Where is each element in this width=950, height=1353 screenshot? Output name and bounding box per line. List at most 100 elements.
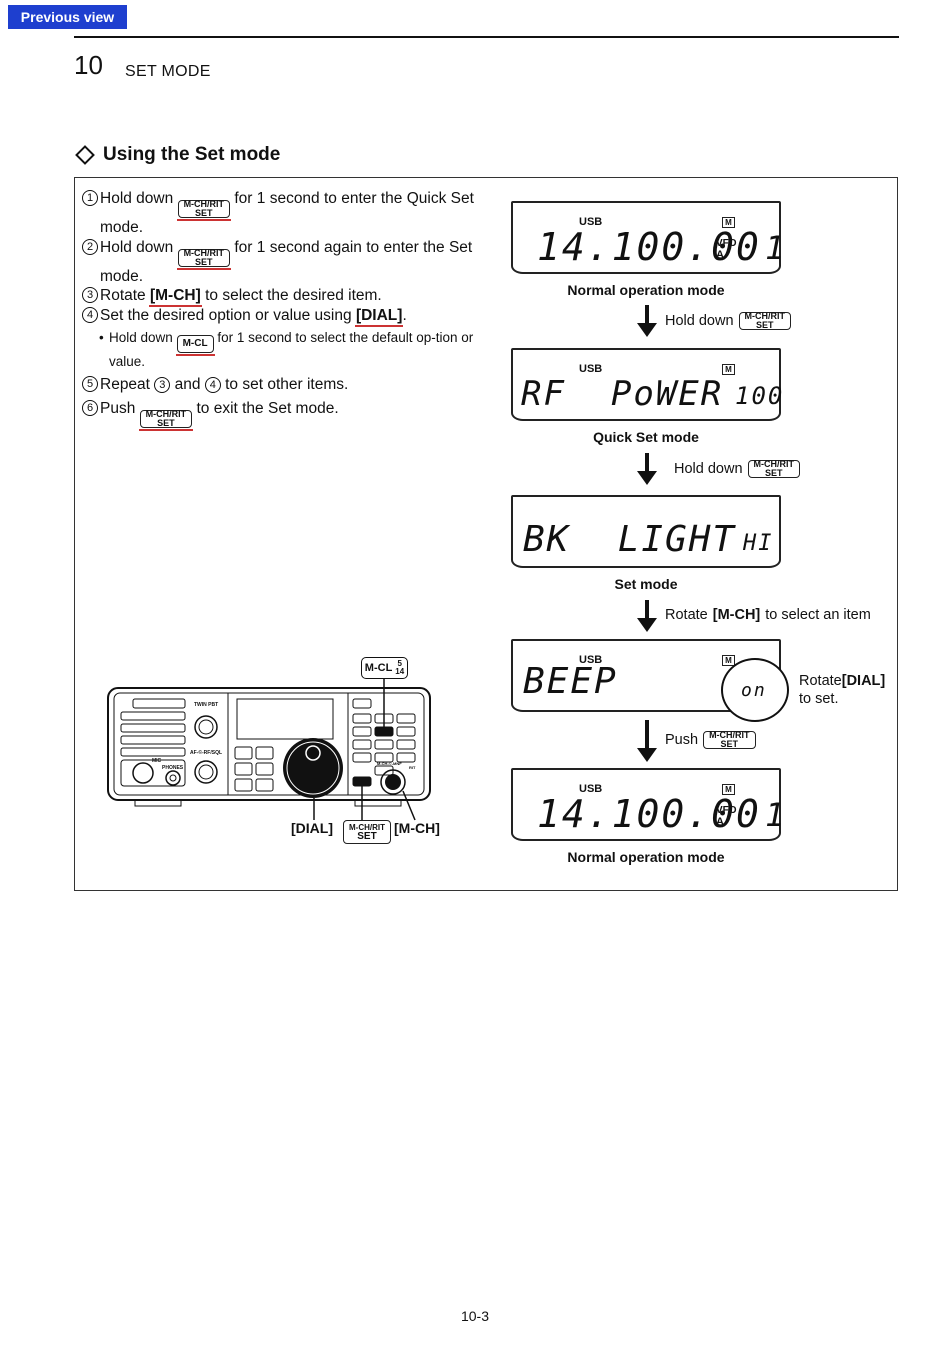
channel-readout: 1 (765, 796, 787, 834)
lcd-display-quick-set: USB M RF PoWER 100 (511, 348, 785, 421)
value-readout: 100 (735, 382, 785, 410)
step-number: 1 (82, 190, 98, 206)
page-number: 10-3 (460, 1308, 490, 1324)
transition-4: Rotate[DIAL] to set. (799, 673, 886, 707)
step-number: 3 (82, 287, 98, 303)
step-text: for 1 second to enter the Quick Set mode… (100, 190, 474, 236)
step-number: 5 (82, 375, 98, 392)
twin-pbt-label: TWIN PBT (194, 702, 219, 708)
step-5: 5 Repeat 3 and 4 to set other items. (82, 375, 482, 395)
value-readout: HI (743, 531, 774, 556)
channel-readout: 1 (765, 229, 787, 267)
dial-ref: [DIAL] (355, 306, 403, 324)
mode-indicator: USB (579, 216, 603, 228)
mode-indicator: USB (579, 363, 603, 375)
vfo-label: VFO (716, 805, 737, 816)
chapter-title: SET MODE (125, 63, 211, 80)
arrow-down-icon (637, 453, 657, 485)
step-number: 6 (82, 400, 98, 416)
mch-ref: [M-CH] (149, 287, 201, 304)
step-text: Rotate (100, 287, 146, 304)
lcd-display-normal: USB M 14.100.00 VFO A 1 (511, 201, 784, 274)
mcl-key: M-CL (175, 334, 215, 356)
step-text: Push (100, 400, 136, 417)
frequency-readout: 14.100.00 (537, 792, 761, 836)
section-title: Using the Set mode (75, 144, 280, 166)
memory-badge: M (722, 655, 735, 666)
step-text: for 1 second again to enter the Set mode… (100, 238, 473, 285)
chapter-number: 10 (74, 50, 103, 80)
phones-label: PHONES (162, 765, 184, 771)
bullet: • (99, 330, 104, 345)
arrow-down-icon (637, 305, 657, 337)
step-ref: 4 (204, 376, 221, 393)
step-text: and (174, 375, 201, 393)
step-text: for 1 second to select the default op-ti… (109, 330, 474, 369)
mch-callout: [M-CH] (394, 820, 440, 836)
af-rf-label: AF-©-RF/SQL (190, 750, 223, 756)
memory-badge: M (722, 217, 735, 228)
frequency-readout: 14.100.00 (537, 225, 761, 269)
step-text: Repeat (100, 375, 150, 393)
arrow-down-icon (637, 600, 657, 632)
lcd-display-set: BK LIGHT HI (511, 495, 781, 568)
mic-label: MIC (152, 758, 162, 764)
step-4: 4 Set the desired option or value using … (82, 306, 482, 326)
mode-indicator: USB (579, 783, 603, 795)
step-text: Set the desired option or value using (100, 306, 352, 324)
step-text: Hold down (109, 330, 173, 345)
item-readout: RF PoWER (521, 374, 724, 414)
display-label: Normal operation mode (567, 282, 725, 298)
step-text: Hold down (100, 190, 174, 207)
header-rule (74, 36, 899, 38)
zoom-circle: on (721, 658, 789, 722)
diamond-icon (75, 145, 95, 165)
vfo-sub: A (716, 249, 724, 261)
mch-panel-label: M-CH-©-MNF (377, 761, 402, 766)
step-text: to select the desired item. (205, 287, 382, 304)
step-text: Hold down (100, 238, 174, 256)
radio-drawing (107, 677, 431, 821)
rit-label: RIT (409, 765, 416, 770)
display-label: Quick Set mode (593, 429, 699, 445)
value-readout: on (741, 680, 767, 701)
section-title-text: Using the Set mode (103, 144, 281, 165)
step-number: 2 (82, 238, 98, 255)
display-label: Normal operation mode (567, 849, 725, 865)
radio-illustration: TWIN PBT AF-©-RF/SQL MIC PHONES M-CH-©-M… (105, 655, 445, 855)
transition-3: Rotate [M-CH] to select an item (665, 607, 871, 623)
vfo-label: VFO (716, 238, 737, 249)
display-label: Set mode (614, 576, 678, 592)
memory-badge: M (722, 784, 735, 795)
dial-callout: [DIAL] (291, 820, 333, 836)
memory-badge: M (722, 364, 735, 375)
mode-indicator: USB (579, 654, 603, 666)
step-text: to set other items. (225, 375, 349, 393)
step-4-note: • Hold down M-CL for 1 second to select … (82, 329, 482, 371)
step-ref: 3 (154, 376, 171, 393)
vfo-sub: A (716, 816, 724, 828)
content-frame (74, 177, 898, 891)
item-readout: BEEP (523, 661, 618, 702)
previous-view-button[interactable]: Previous view (8, 5, 127, 29)
step-text: . (402, 306, 407, 324)
item-readout: BK LIGHT (523, 519, 737, 560)
step-text: to exit the Set mode. (196, 400, 339, 417)
arrow-down-icon (637, 720, 657, 762)
step-number: 4 (82, 306, 98, 323)
lcd-display-normal-return: USB M 14.100.00 VFO A 1 (511, 768, 784, 841)
